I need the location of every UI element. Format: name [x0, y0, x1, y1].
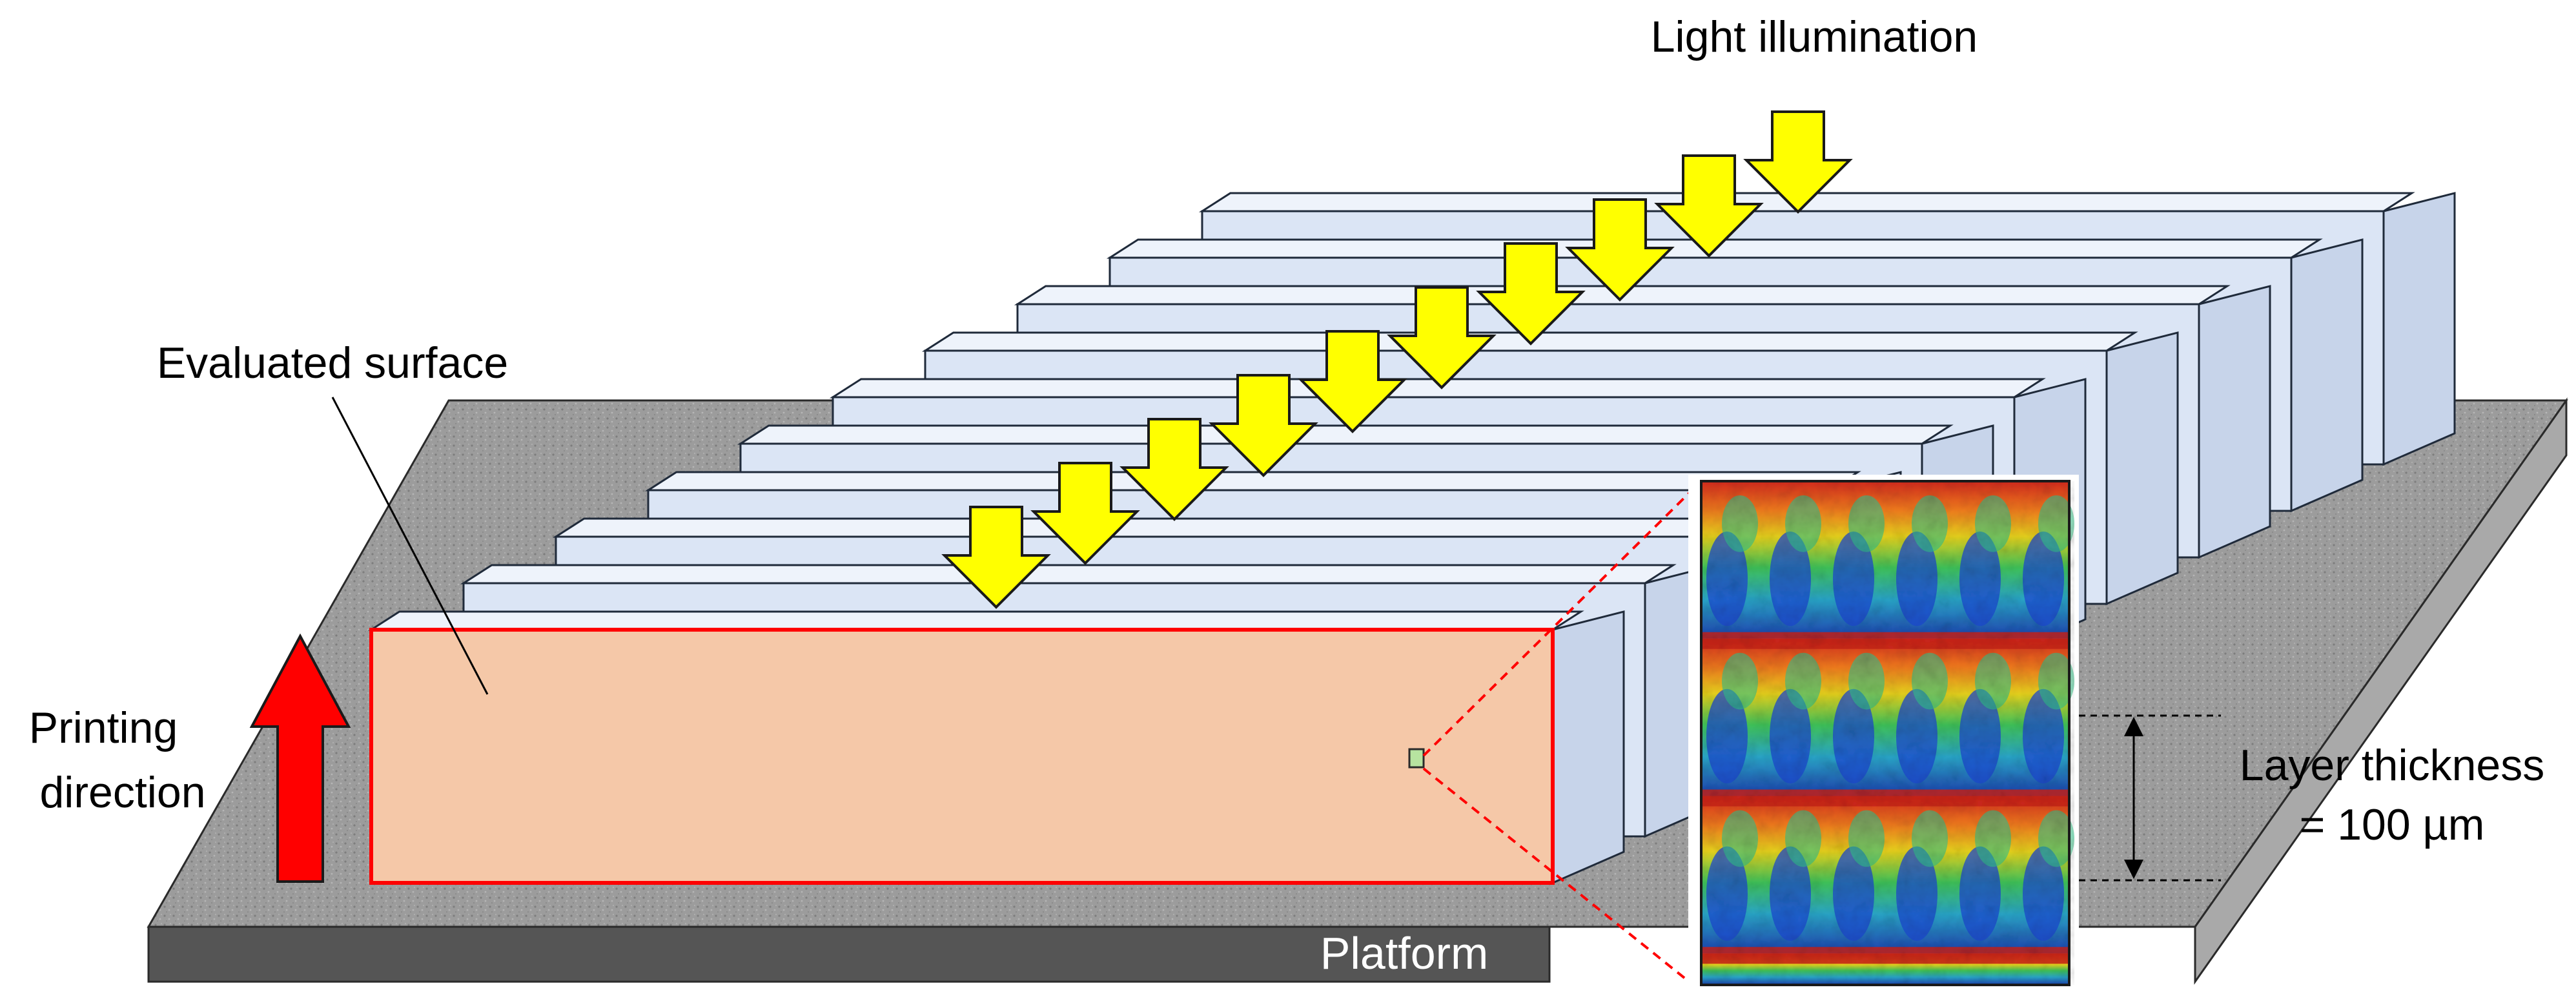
evaluated-surface — [369, 628, 1555, 885]
down-arrow-icon — [1743, 110, 1853, 214]
up-arrow-icon — [249, 633, 351, 883]
down-arrow-icon — [1119, 418, 1229, 521]
layer-thickness-value: = 100 µm — [2300, 800, 2485, 849]
down-arrow-icon — [1565, 198, 1675, 302]
down-arrow-icon — [1654, 154, 1764, 258]
down-arrow-icon — [1298, 330, 1407, 433]
layer-thickness-label: Layer thickness — [2240, 741, 2544, 790]
layer-thickness-dimension: Layer thickness = 100 µm — [2079, 714, 2544, 882]
platform-label: Platform — [1320, 928, 1489, 978]
light-illumination-arrows — [941, 110, 1853, 609]
printing-direction-line1: Printing — [29, 703, 178, 752]
evaluated-surface-leader — [331, 397, 489, 695]
zoom-lines — [1422, 480, 1702, 993]
platform-front — [147, 925, 1551, 983]
down-arrow-icon — [1209, 374, 1318, 477]
surface-heightmap-inset — [1688, 475, 2079, 991]
evaluated-surface-label: Evaluated surface — [157, 338, 508, 388]
down-arrow-icon — [941, 506, 1051, 609]
measured-region-marker — [1408, 748, 1425, 769]
platform-side — [2194, 397, 2568, 985]
light-illumination-label: Light illumination — [1651, 12, 1978, 61]
down-arrow-icon — [1030, 462, 1140, 565]
printing-direction: Printing direction — [29, 633, 351, 883]
down-arrow-icon — [1476, 242, 1586, 346]
printing-direction-line2: direction — [39, 768, 205, 817]
down-arrow-icon — [1387, 286, 1497, 389]
